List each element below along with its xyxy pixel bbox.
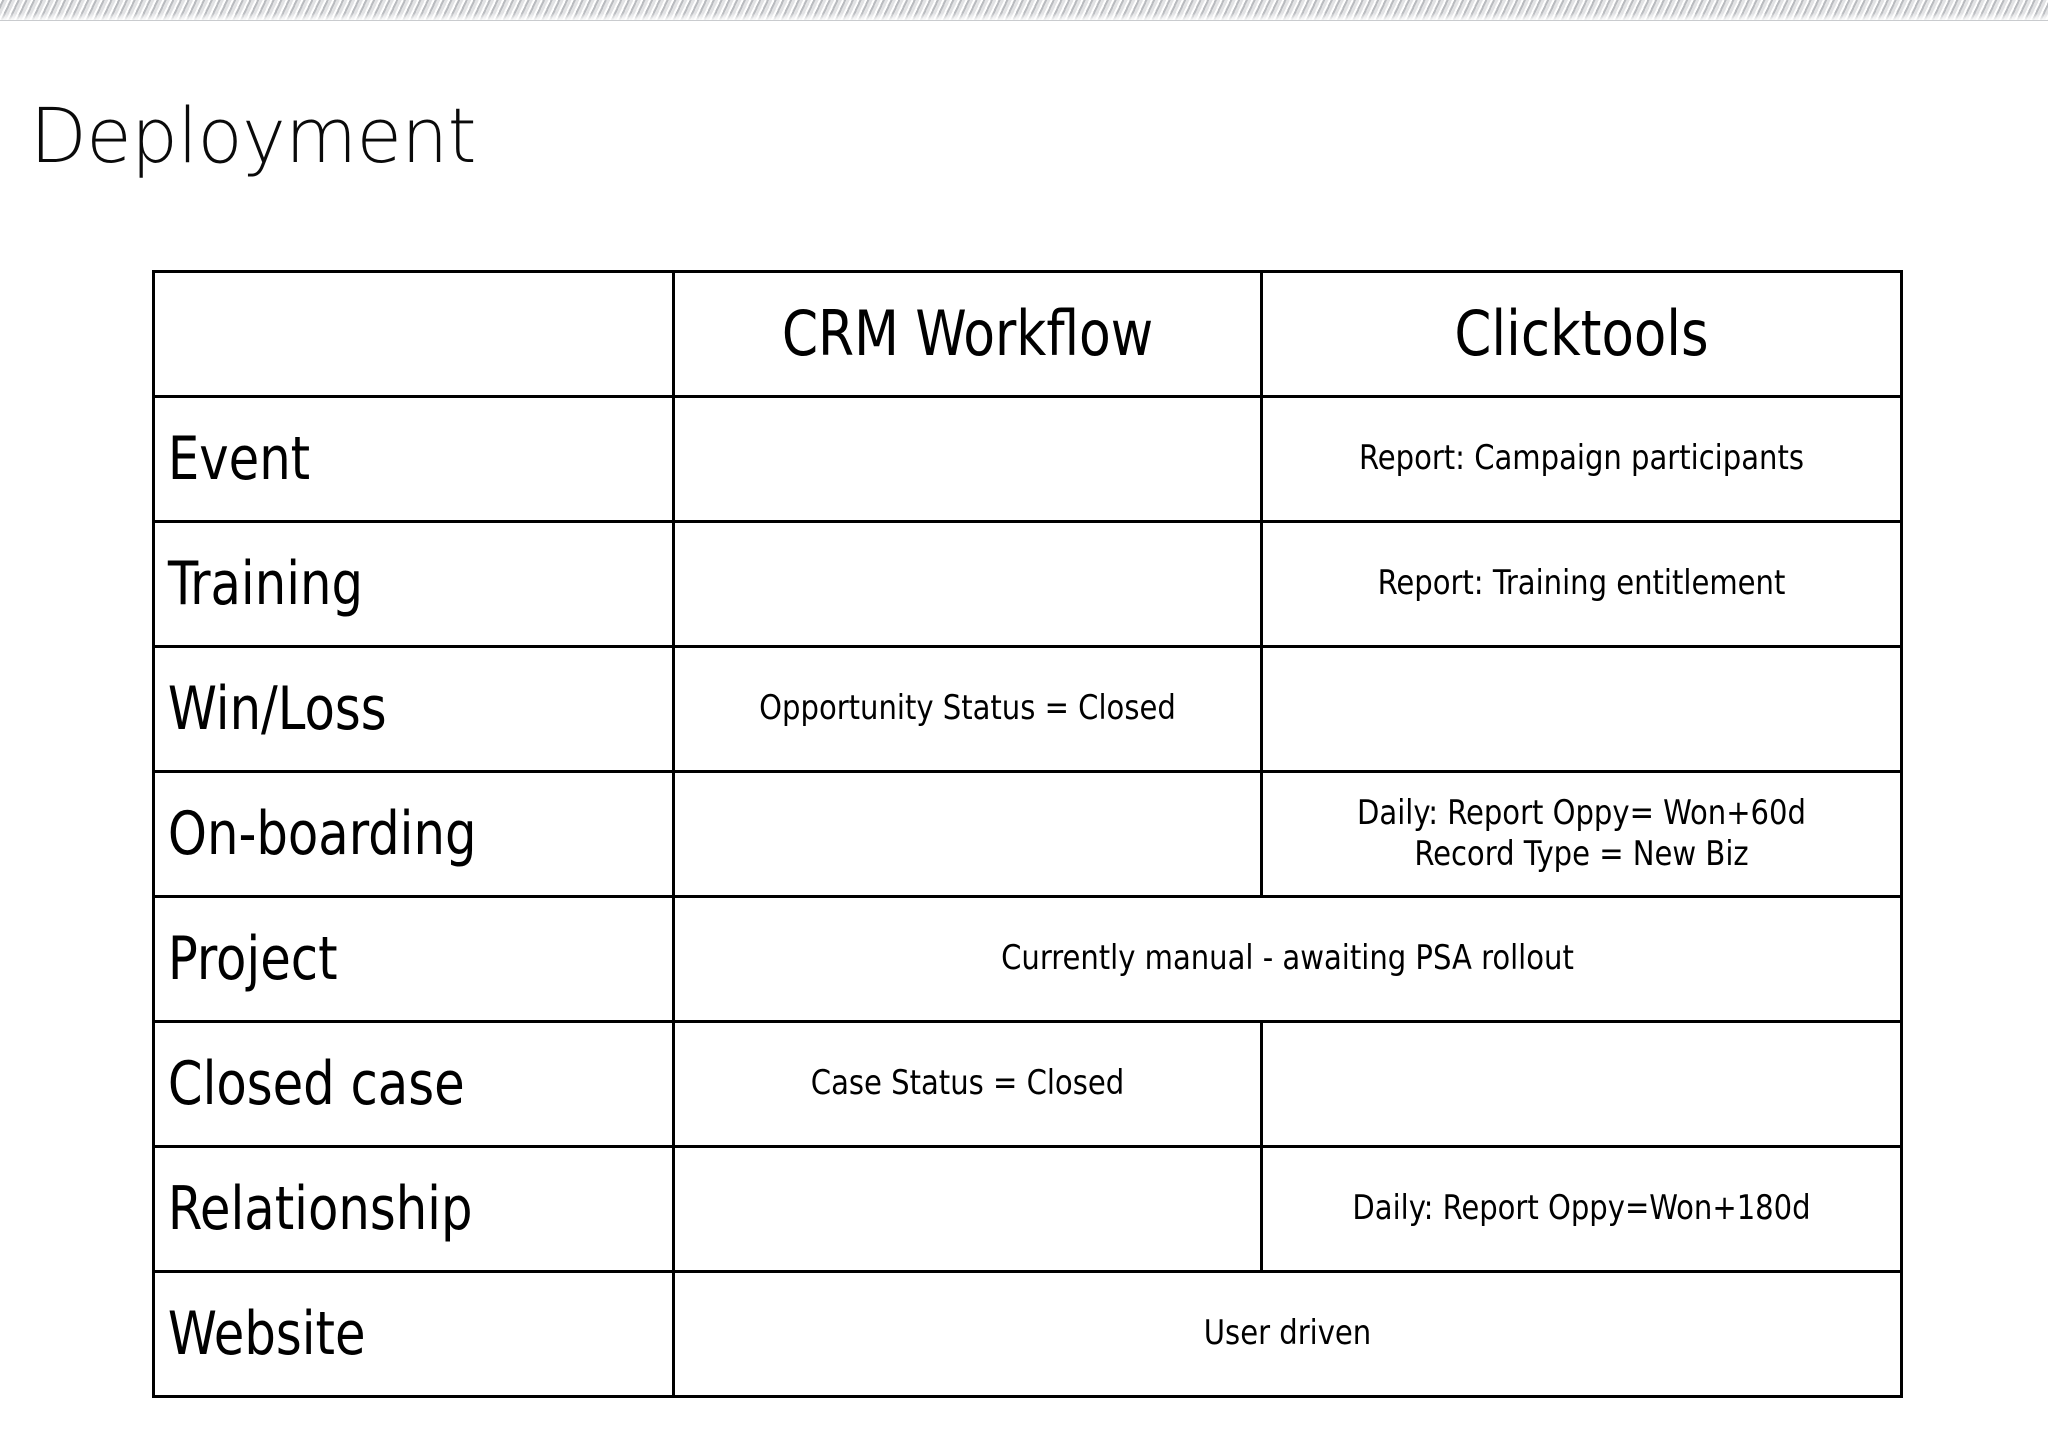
cell-value: Report: Training entitlement bbox=[1279, 563, 1884, 604]
cell-value: Case Status = Closed bbox=[810, 1063, 1125, 1104]
page-title: Deployment bbox=[30, 91, 477, 180]
row-crm-workflow-cell bbox=[672, 395, 1263, 523]
cell-value-line: Daily: Report Oppy= Won+60d bbox=[1357, 792, 1806, 833]
cell-value-line: Report: Training entitlement bbox=[1377, 563, 1786, 604]
row-label-cell: Relationship bbox=[152, 1145, 675, 1273]
table-row: Training Report: Training entitlement bbox=[152, 520, 1903, 648]
row-crm-workflow-cell bbox=[672, 520, 1263, 648]
table-row: Closed case Case Status = Closed bbox=[152, 1020, 1903, 1148]
cell-value-line: Daily: Report Oppy=Won+180d bbox=[1352, 1188, 1811, 1229]
row-clicktools-cell: Daily: Report Oppy=Won+180d bbox=[1260, 1145, 1903, 1273]
row-merged-value-cell: User driven bbox=[672, 1270, 1903, 1398]
cell-value: Currently manual - awaiting PSA rollout bbox=[1001, 938, 1574, 979]
table-row: Website User driven bbox=[152, 1270, 1903, 1398]
row-label: Project bbox=[167, 924, 338, 994]
cell-value: User driven bbox=[1203, 1313, 1372, 1354]
row-label-cell: On-boarding bbox=[152, 770, 675, 898]
table-header-corner-cell bbox=[152, 270, 675, 398]
row-label: Win/Loss bbox=[167, 674, 387, 744]
row-label: On-boarding bbox=[167, 799, 477, 869]
column-header-label: Clicktools bbox=[1454, 297, 1709, 370]
table-header-row: CRM Workflow Clicktools bbox=[152, 270, 1903, 398]
row-clicktools-cell bbox=[1260, 1020, 1903, 1148]
row-label: Training bbox=[167, 549, 364, 619]
table-row: Event Report: Campaign participants bbox=[152, 395, 1903, 523]
table-header-clicktools: Clicktools bbox=[1260, 270, 1903, 398]
column-header-label: CRM Workflow bbox=[781, 297, 1154, 370]
row-label-cell: Win/Loss bbox=[152, 645, 675, 773]
row-crm-workflow-cell: Case Status = Closed bbox=[672, 1020, 1263, 1148]
table-row: Project Currently manual - awaiting PSA r… bbox=[152, 895, 1903, 1023]
row-crm-workflow-cell bbox=[672, 1145, 1263, 1273]
row-clicktools-cell: Report: Training entitlement bbox=[1260, 520, 1903, 648]
cell-value: Opportunity Status = Closed bbox=[759, 688, 1176, 729]
slide-top-band-decoration bbox=[0, 0, 2048, 21]
row-label-cell: Training bbox=[152, 520, 675, 648]
row-label-cell: Project bbox=[152, 895, 675, 1023]
table-row: Relationship Daily: Report Oppy=Won+180d bbox=[152, 1145, 1903, 1273]
row-label: Website bbox=[167, 1299, 366, 1369]
cell-value-line: Record Type = New Biz bbox=[1414, 834, 1749, 874]
row-label-cell: Website bbox=[152, 1270, 675, 1398]
row-crm-workflow-cell bbox=[672, 770, 1263, 898]
table-header-crm-workflow: CRM Workflow bbox=[672, 270, 1263, 398]
row-label-cell: Event bbox=[152, 395, 675, 523]
row-label: Event bbox=[167, 424, 311, 494]
row-label: Closed case bbox=[167, 1049, 465, 1119]
row-crm-workflow-cell: Opportunity Status = Closed bbox=[672, 645, 1263, 773]
cell-value: Daily: Report Oppy=Won+180d bbox=[1279, 1188, 1884, 1229]
row-label-cell: Closed case bbox=[152, 1020, 675, 1148]
cell-value-line: Report: Campaign participants bbox=[1359, 438, 1804, 479]
row-label: Relationship bbox=[167, 1174, 473, 1244]
row-clicktools-cell bbox=[1260, 645, 1903, 773]
row-clicktools-cell: Report: Campaign participants bbox=[1260, 395, 1903, 523]
row-merged-value-cell: Currently manual - awaiting PSA rollout bbox=[672, 895, 1903, 1023]
cell-value: Report: Campaign participants bbox=[1279, 438, 1884, 479]
table-row: Win/Loss Opportunity Status = Closed bbox=[152, 645, 1903, 773]
